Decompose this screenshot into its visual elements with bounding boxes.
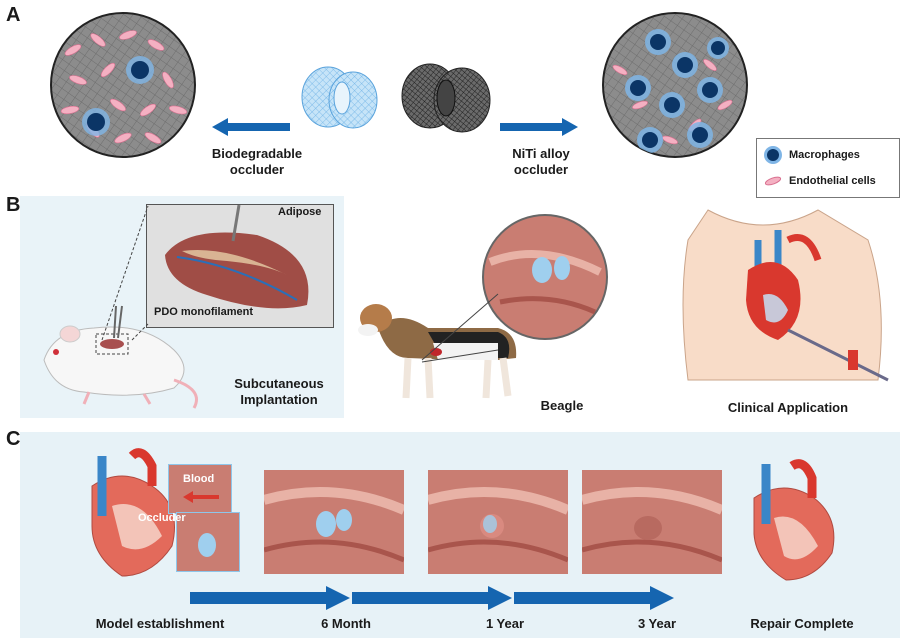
timepoint-3-year-image: [582, 470, 722, 574]
timeline-arrow-1: [190, 586, 350, 610]
biodegradable-label: Biodegradable occluder: [196, 146, 318, 178]
panel-b-letter: B: [6, 194, 20, 217]
zoom-guide-lines: [98, 204, 158, 344]
timeline-label-1-year: 1 Year: [470, 616, 540, 632]
repaired-heart-illustration: [744, 458, 844, 584]
right-tissue-circle: [600, 10, 750, 160]
blood-inset: Blood: [168, 464, 232, 514]
blood-arrow-icon: [183, 491, 219, 503]
niti-label-line1: NiTi alloy: [486, 146, 596, 162]
subcutaneous-label-line2: Implantation: [216, 392, 342, 408]
left-tissue-circle: [48, 10, 198, 160]
panel-c-letter: C: [6, 428, 20, 451]
biodegradable-label-line1: Biodegradable: [196, 146, 318, 162]
biodegradable-occluder-image: [298, 62, 380, 132]
endothelial-legend-icon: [763, 173, 783, 189]
timeline-arrow-3: [514, 586, 674, 610]
clinical-label: Clinical Application: [708, 400, 868, 416]
timeline-label-6-month: 6 Month: [306, 616, 386, 632]
macrophage-legend-icon: [763, 145, 783, 165]
adipose-label: Adipose: [278, 206, 321, 218]
timeline-label-model: Model establishment: [70, 616, 250, 632]
beagle-label: Beagle: [532, 398, 592, 414]
subcutaneous-label-line1: Subcutaneous: [216, 376, 342, 392]
timeline-label-3-year: 3 Year: [622, 616, 692, 632]
panel-a-letter: A: [6, 4, 20, 27]
biodegradable-label-line2: occluder: [196, 162, 318, 178]
blood-label: Blood: [183, 473, 214, 485]
beagle-zoom-lines: [420, 290, 500, 370]
niti-label: NiTi alloy occluder: [486, 146, 596, 178]
legend-box: Macrophages Endothelial cells: [756, 138, 900, 198]
timepoint-1-year-image: [428, 470, 568, 574]
niti-label-line2: occluder: [486, 162, 596, 178]
pdo-label: PDO monofilament: [154, 306, 253, 318]
arrow-right-niti: [498, 118, 578, 136]
human-clinical-illustration: [668, 200, 898, 396]
arrow-left-biodegradable: [212, 118, 292, 136]
timeline-label-repair-complete: Repair Complete: [732, 616, 872, 632]
timeline-arrow-2: [352, 586, 512, 610]
legend-macrophages: Macrophages: [789, 149, 860, 161]
niti-occluder-image: [398, 58, 494, 136]
occluder-label: Occluder: [138, 512, 186, 524]
timepoint-6-month-image: [264, 470, 404, 574]
legend-endothelial: Endothelial cells: [789, 175, 876, 187]
subcutaneous-label: Subcutaneous Implantation: [216, 376, 342, 408]
